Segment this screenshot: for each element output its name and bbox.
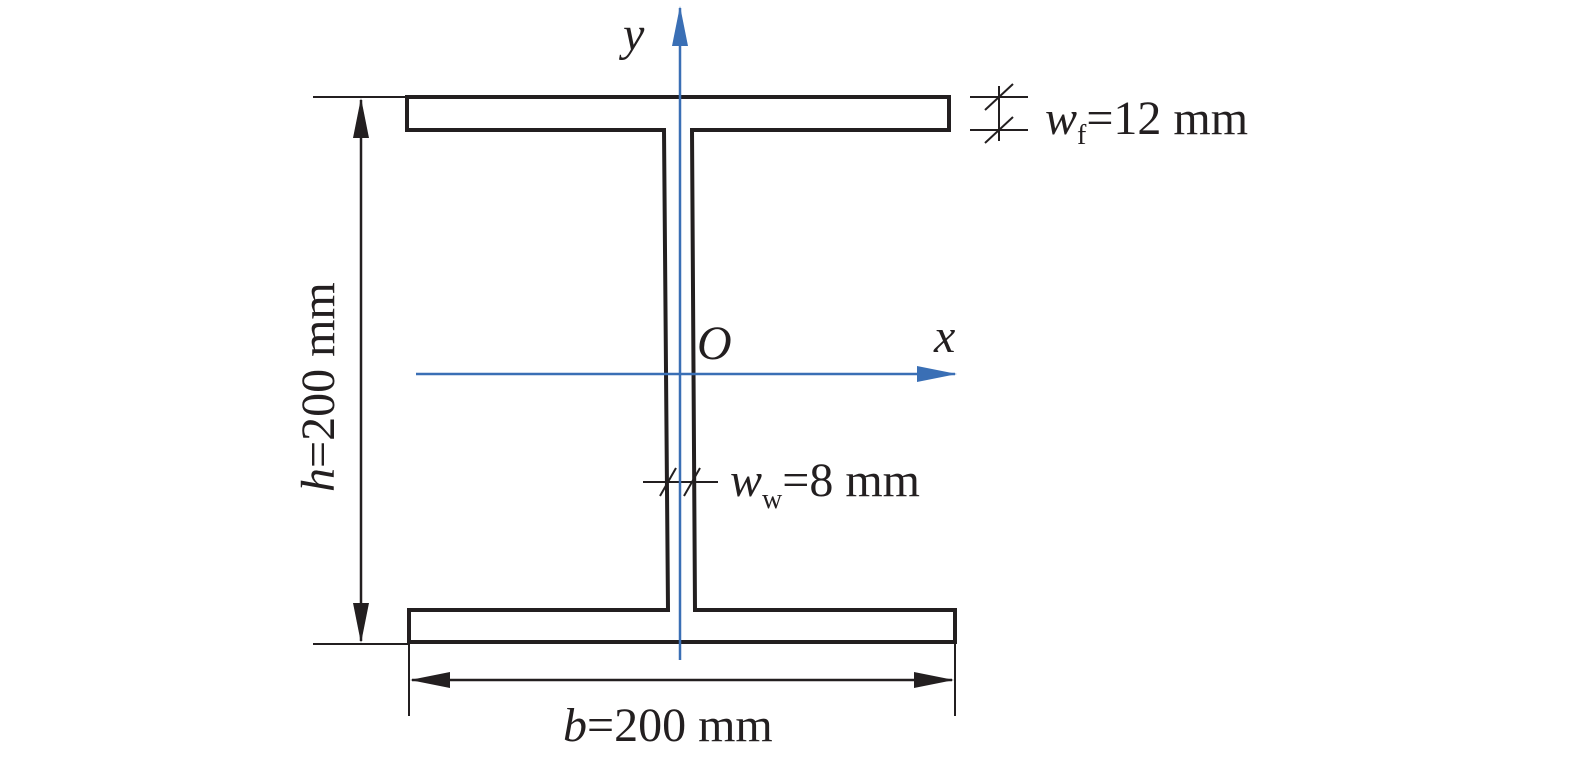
height-value: =200 mm [292,282,345,468]
height-label: h=200 mm [292,282,345,492]
origin-label: O [697,317,732,370]
width-label: b=200 mm [563,699,773,752]
flange-thickness-marker [970,83,1028,144]
y-axis-label: y [618,8,645,61]
x-axis-label: x [933,310,955,363]
height-symbol: h [292,468,345,492]
flange-thickness-value: =12 mm [1086,92,1248,145]
flange-thickness-subscript: f [1077,120,1087,151]
width-value: =200 mm [587,699,773,752]
web-thickness-subscript: w [762,484,783,515]
flange-thickness-label: wf=12 mm [1045,92,1248,151]
flange-thickness-symbol: w [1045,92,1077,145]
web-thickness-label: ww=8 mm [730,454,920,515]
web-thickness-value: =8 mm [782,454,920,507]
width-symbol: b [563,699,587,752]
web-thickness-symbol: w [730,454,762,507]
